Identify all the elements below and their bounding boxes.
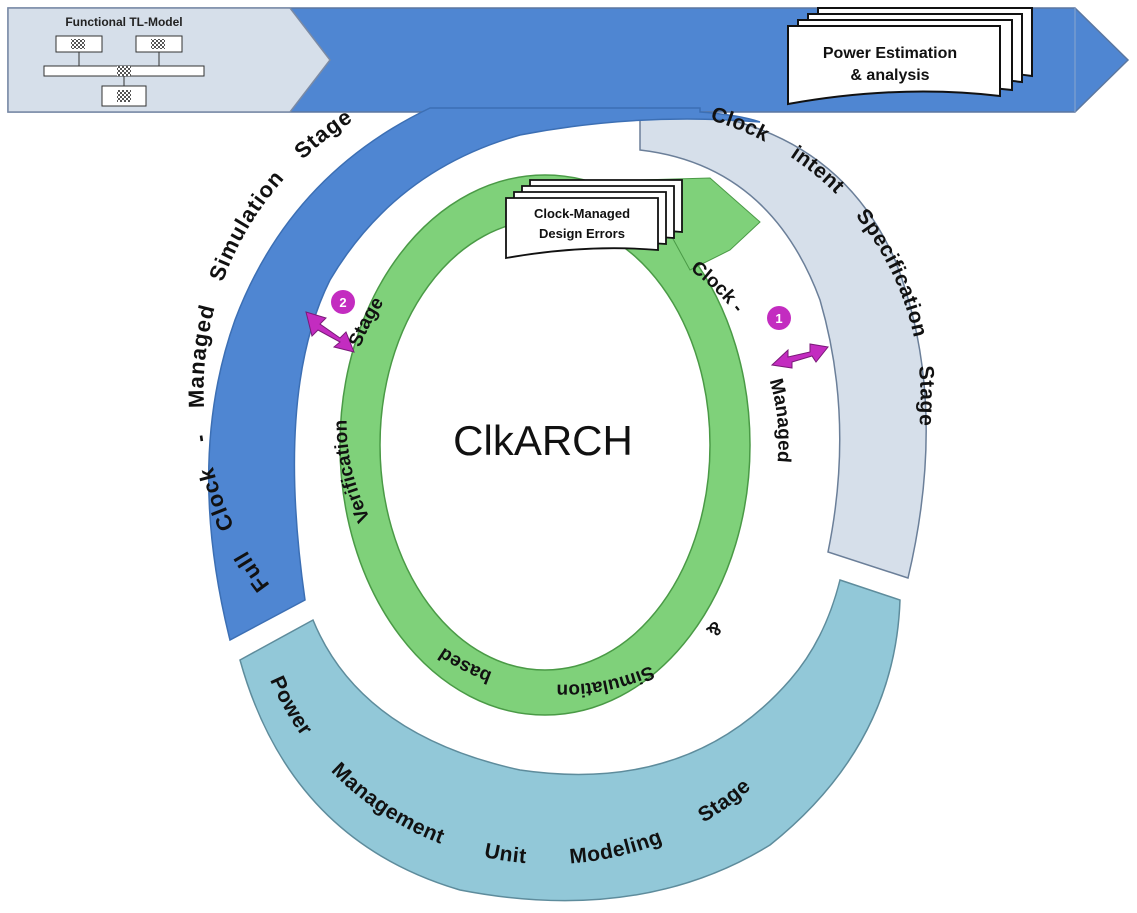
design-errors-document: Clock-Managed Design Errors [505,179,683,260]
marker-2-badge [331,290,355,314]
power-estimation-line2: & analysis [850,67,929,84]
tl-model-title: Functional TL-Model [65,15,182,29]
connector-arrow-2: 2 [305,290,355,353]
tl-model-block: Functional TL-Model [43,15,205,107]
design-errors-line2: Design Errors [539,226,625,241]
marker-1-badge [767,306,791,330]
power-management-ring [239,579,901,902]
marker-2-label: 2 [339,295,346,310]
verification-ring [339,174,761,716]
tl-module-chip [117,90,131,102]
tl-bus-chip [117,66,131,76]
power-estimation-document: Power Estimation & analysis [787,7,1033,106]
clock-intent-ring [639,107,927,579]
tl-module-chip [151,39,165,49]
connector-arrow-1: 1 [767,306,829,369]
design-errors-line1: Clock-Managed [534,206,630,221]
center-title: ClkARCH [453,417,633,464]
tl-module-chip [71,39,85,49]
power-estimation-line1: Power Estimation [823,45,957,62]
marker-1-label: 1 [775,311,782,326]
full-clock-ring [207,107,761,642]
